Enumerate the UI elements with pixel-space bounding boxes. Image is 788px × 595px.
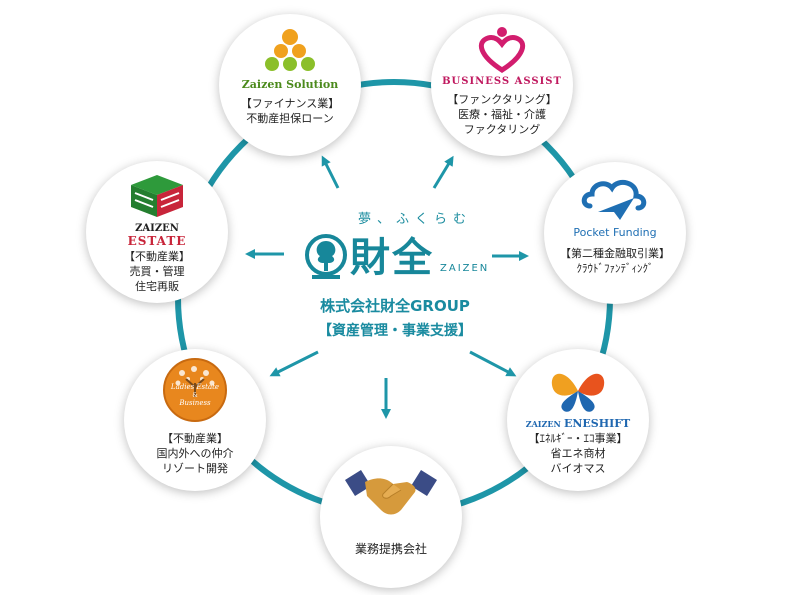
arrow-to-eneshift xyxy=(469,350,517,377)
handshake-icon xyxy=(345,470,437,515)
brand-ladies-line1: Ladies Estate xyxy=(170,383,220,391)
arrow-to-assist xyxy=(432,155,454,189)
line: 【ｴﾈﾙｷﾞｰ・ｴｺ事業】 xyxy=(528,432,628,445)
solution-lines: 【ファイナンス業】 不動産担保ローン xyxy=(219,96,361,126)
line: ｸﾗｳﾄﾞﾌｧﾝﾃﾞｨﾝｸﾞ xyxy=(576,262,654,275)
estate-building-icon xyxy=(131,175,183,217)
estate-lines: 【不動産業】 売買・管理 住宅再販 xyxy=(86,249,228,294)
brand-eneshift-prefix: ZAIZEN xyxy=(525,419,561,429)
eneshift-lines: 【ｴﾈﾙｷﾞｰ・ｴｺ事業】 省エネ商材 バイオマス xyxy=(507,431,649,476)
line: 【ファンクタリング】 xyxy=(447,93,557,106)
ladies-tree-icon xyxy=(163,358,227,422)
line: 【第二種金融取引業】 xyxy=(560,247,670,260)
line: 国内外への仲介 xyxy=(156,447,234,460)
line: リゾート開発 xyxy=(162,462,228,475)
brand-ladies-amp: & xyxy=(192,392,198,399)
line: バイオマス xyxy=(550,462,606,475)
logo-kanji: 財全 xyxy=(350,235,434,281)
line: 【ファイナンス業】 xyxy=(240,97,340,110)
line: 【不動産業】 xyxy=(124,250,190,263)
partner-lines: 業務提携会社 xyxy=(320,542,462,557)
line: 【不動産業】 xyxy=(162,432,228,445)
line: 不動産担保ローン xyxy=(246,112,334,125)
node-business-assist: BUSINESS ASSIST 【ファンクタリング】 医療・福祉・介護 ファクタ… xyxy=(431,14,573,156)
logo-roman: ZAIZEN xyxy=(440,263,490,274)
node-zaizen-eneshift: ZAIZEN ENESHIFT 【ｴﾈﾙｷﾞｰ・ｴｺ事業】 省エネ商材 バイオマ… xyxy=(507,349,649,491)
tagline: 夢、ふくらむ xyxy=(357,212,472,227)
eneshift-butterfly-icon xyxy=(551,373,605,412)
assist-lines: 【ファンクタリング】 医療・福祉・介護 ファクタリング xyxy=(431,92,573,137)
node-pocket-funding: Pocket Funding 【第二種金融取引業】 ｸﾗｳﾄﾞﾌｧﾝﾃﾞｨﾝｸﾞ xyxy=(544,162,686,304)
ladies-lines: 【不動産業】 国内外への仲介 リゾート開発 xyxy=(124,431,266,476)
line: 住宅再販 xyxy=(135,280,179,293)
line: ファクタリング xyxy=(463,123,541,136)
node-ladies-estate: Ladies Estate & Business 【不動産業】 国内外への仲介 … xyxy=(124,349,266,491)
node-zaizen-solution: Zaizen Solution 【ファイナンス業】 不動産担保ローン xyxy=(219,14,361,156)
brand-business-assist: BUSINESS ASSIST xyxy=(442,76,562,87)
zaizen-logo: 財全 ZAIZEN xyxy=(290,229,500,285)
arrow-to-ladies xyxy=(269,350,319,377)
company-name: 株式会社財全GROUP xyxy=(320,297,470,315)
brand-ladies-line2: Business xyxy=(179,399,211,407)
brand-zaizen-solution: Zaizen Solution xyxy=(241,78,339,91)
assist-heart-icon xyxy=(478,27,526,73)
line: 省エネ商材 xyxy=(550,447,606,460)
node-zaizen-estate: ZAIZEN ESTATE 【不動産業】 売買・管理 住宅再販 xyxy=(86,161,228,303)
pocket-cloud-plane-icon xyxy=(581,179,647,220)
brand-eneshift: ZAIZEN ENESHIFT xyxy=(507,417,649,430)
pocket-lines: 【第二種金融取引業】 ｸﾗｳﾄﾞﾌｧﾝﾃﾞｨﾝｸﾞ xyxy=(544,246,686,276)
brand-estate-bottom: ESTATE xyxy=(127,234,187,248)
brand-estate-top: ZAIZEN xyxy=(135,223,179,234)
line: 医療・福祉・介護 xyxy=(458,108,546,121)
node-business-partner: 業務提携会社 xyxy=(320,446,462,588)
line: 売買・管理 xyxy=(129,265,185,278)
brand-pocket-funding: Pocket Funding xyxy=(573,226,657,239)
business-scope: 【資産管理・事業支援】 xyxy=(318,323,472,339)
center-block: 夢、ふくらむ 財全 ZAIZEN 株式会社財全GROUP 【資産管理・事業支援】 xyxy=(290,208,500,340)
solution-dots-icon xyxy=(265,29,315,71)
zaizen-tree-logo-icon xyxy=(305,234,347,279)
partner-label: 業務提携会社 xyxy=(354,542,427,556)
arrow-to-solution xyxy=(321,155,340,189)
brand-eneshift-main: ENESHIFT xyxy=(563,417,631,430)
